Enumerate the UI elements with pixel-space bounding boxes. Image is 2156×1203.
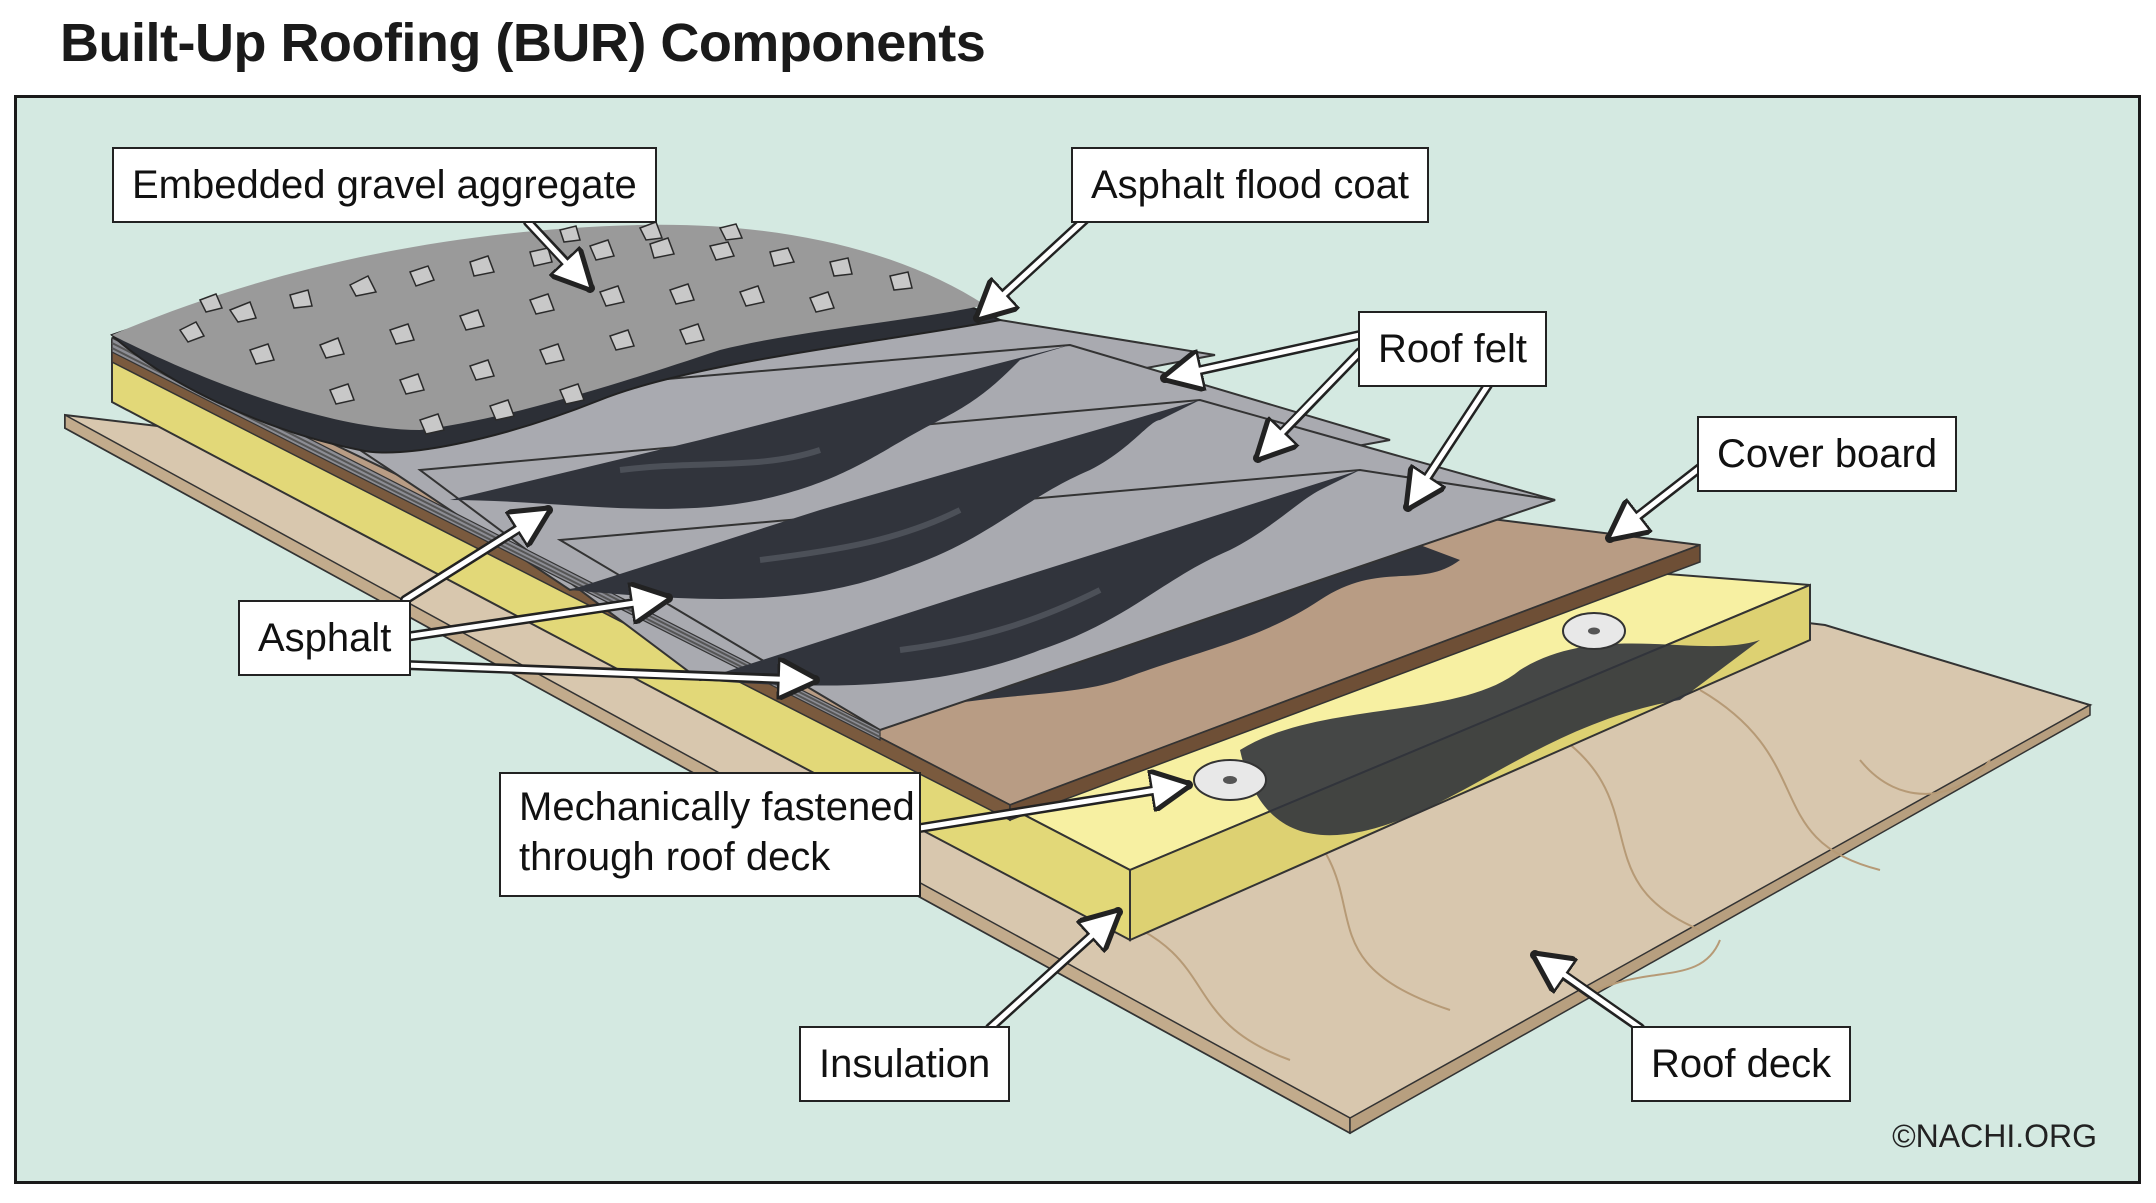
label-mechanically-fastened: Mechanically fastened through roof deck <box>499 772 921 897</box>
label-fastened-line1: Mechanically fastened <box>519 785 915 829</box>
label-cover-board: Cover board <box>1697 416 1958 492</box>
page-title: Built-Up Roofing (BUR) Components <box>60 13 986 73</box>
copyright-text: ©NACHI.ORG <box>1892 1118 2097 1154</box>
gravel-aggregate <box>110 221 1004 454</box>
label-asphalt: Asphalt <box>238 600 412 676</box>
fastener-plates <box>1193 612 1626 801</box>
label-insulation: Insulation <box>799 1026 1011 1102</box>
label-roof-deck: Roof deck <box>1631 1026 1852 1102</box>
label-asphalt-flood-coat: Asphalt flood coat <box>1071 147 1429 223</box>
label-fastened-line2: through roof deck <box>519 835 831 879</box>
callout-arrows-fill <box>402 212 1713 1031</box>
label-roof-felt: Roof felt <box>1358 311 1547 387</box>
label-embedded-gravel: Embedded gravel aggregate <box>112 147 657 223</box>
asphalt-bands <box>450 345 1360 686</box>
